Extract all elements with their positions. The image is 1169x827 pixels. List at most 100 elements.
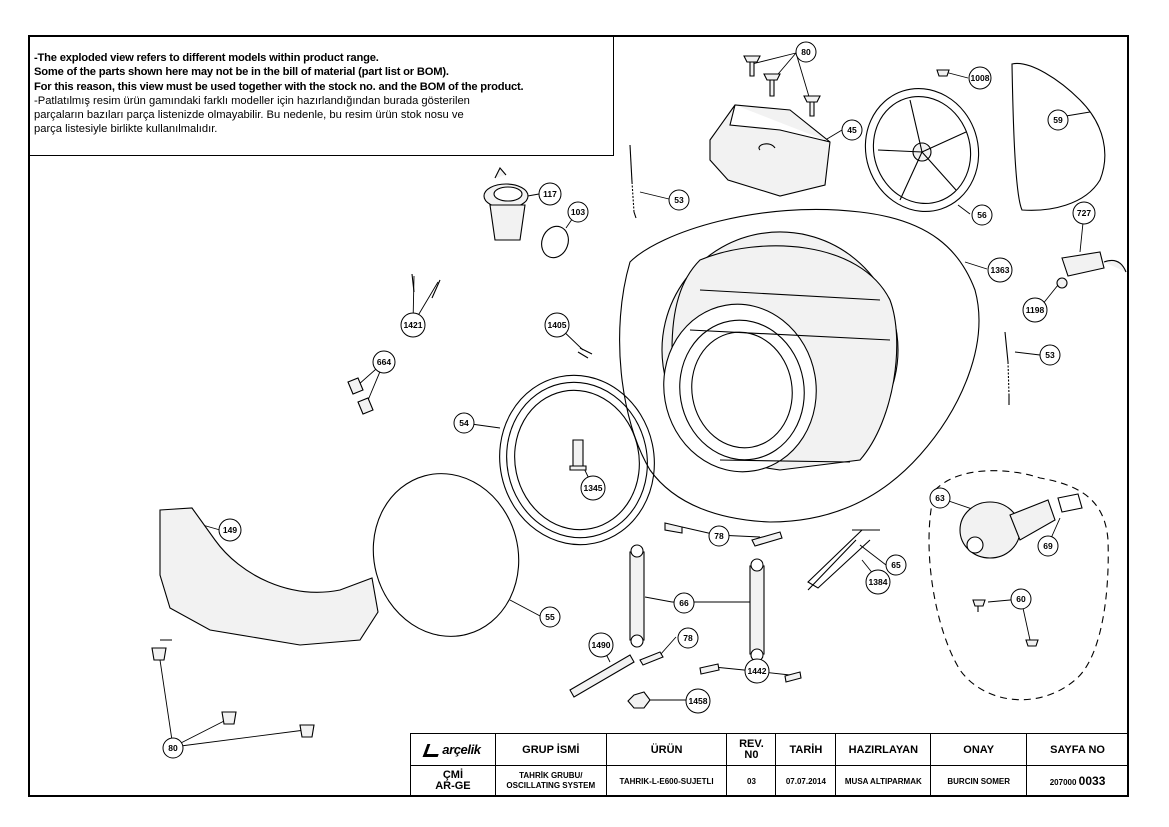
valve-assembly (483, 167, 529, 241)
sensor (1061, 251, 1127, 277)
svg-text:69: 69 (1043, 541, 1053, 551)
svg-text:54: 54 (459, 418, 469, 428)
pin-1345 (569, 439, 587, 471)
svg-text:1384: 1384 (869, 577, 888, 587)
approved-label: ONAY (930, 733, 1028, 766)
rev-label: REV.N0 (726, 733, 777, 766)
svg-text:1008: 1008 (971, 73, 990, 83)
callout-55: 55 (539, 606, 561, 628)
title-block: arçelik GRUP İSMİ ÜRÜN REV.N0 TARİH HAZI… (410, 733, 1129, 797)
motor-bracket (1057, 493, 1083, 513)
callout-1405: 1405 (544, 312, 570, 338)
callout-56: 56 (971, 204, 993, 226)
product-value: TAHRIK-L-E600-SUJETLI (605, 765, 728, 797)
brand-logo: arçelik (410, 733, 496, 766)
spring-right (1004, 331, 1010, 405)
prepared-value: MUSA ALTIPARMAK (835, 765, 932, 797)
callout-80-bottom: 80 (162, 737, 184, 759)
note-en-2: Some of the parts shown here may not be … (34, 66, 449, 79)
callout-54: 54 (453, 412, 475, 434)
note-en-3: For this reason, this view must be used … (34, 80, 524, 93)
callout-1442: 1442 (744, 658, 770, 684)
callout-60: 60 (1010, 588, 1032, 610)
callouts: 80 1008 59 45 117 53 103 56 727 1363 142… (162, 41, 1096, 759)
svg-text:149: 149 (223, 525, 237, 535)
svg-text:103: 103 (571, 207, 585, 217)
svg-text:664: 664 (377, 357, 391, 367)
drum-group-outline (619, 208, 980, 523)
note-tr-3: parça listesiyle birlikte kullanılmalıdı… (34, 123, 218, 136)
callout-59: 59 (1047, 109, 1069, 131)
motor (959, 499, 1056, 559)
svg-text:59: 59 (1053, 115, 1063, 125)
drive-belt (1011, 62, 1106, 211)
group-label: GRUP İSMİ (494, 733, 607, 766)
callout-66: 66 (673, 592, 695, 614)
product-label: ÜRÜN (605, 733, 728, 766)
threaded-rod (569, 654, 635, 698)
spring-left (629, 144, 637, 219)
motor-screws (972, 599, 1039, 647)
callout-63: 63 (929, 487, 951, 509)
callout-45: 45 (841, 119, 863, 141)
svg-text:78: 78 (714, 531, 724, 541)
callout-1345: 1345 (580, 475, 606, 501)
rev-value: 03 (726, 765, 777, 797)
svg-text:117: 117 (543, 189, 557, 199)
clip (577, 347, 593, 359)
callout-80-top: 80 (795, 41, 817, 63)
door-bellow (499, 374, 655, 546)
motor-group-outline (928, 470, 1109, 701)
prepared-label: HAZIRLAYAN (835, 733, 932, 766)
svg-text:1421: 1421 (404, 320, 423, 330)
callout-1363: 1363 (987, 257, 1013, 283)
notes-box: -The exploded view refers to different m… (30, 37, 614, 156)
callout-1490: 1490 (588, 632, 614, 658)
svg-text:65: 65 (891, 560, 901, 570)
svg-text:80: 80 (801, 47, 811, 57)
page-label: SAYFA NO (1026, 733, 1129, 766)
screws-bottom (151, 639, 315, 738)
svg-text:1405: 1405 (548, 320, 567, 330)
svg-text:53: 53 (1045, 350, 1055, 360)
note-en-1: -The exploded view refers to different m… (34, 52, 379, 64)
svg-text:60: 60 (1016, 594, 1026, 604)
svg-text:1490: 1490 (592, 640, 611, 650)
callout-117: 117 (538, 182, 562, 206)
door-clamp-wire (372, 473, 520, 637)
callout-1421: 1421 (400, 312, 426, 338)
nut (627, 691, 651, 709)
pulley (864, 87, 980, 213)
arcelik-logo-icon (422, 744, 443, 758)
svg-text:1345: 1345 (584, 483, 603, 493)
callout-69: 69 (1037, 535, 1059, 557)
bolts-78 (639, 522, 783, 666)
svg-text:1198: 1198 (1026, 305, 1045, 315)
screws-top (743, 55, 821, 117)
svg-text:1442: 1442 (748, 666, 767, 676)
callout-1008: 1008 (968, 66, 992, 90)
callout-53-top: 53 (668, 189, 690, 211)
feet (347, 377, 374, 415)
svg-text:63: 63 (935, 493, 945, 503)
callout-149: 149 (218, 518, 242, 542)
svg-text:45: 45 (847, 125, 857, 135)
svg-text:56: 56 (977, 210, 987, 220)
small-bolt (936, 69, 950, 77)
callout-727: 727 (1072, 201, 1096, 225)
base-bracket (159, 507, 379, 646)
callout-78-bottom: 78 (677, 627, 699, 649)
note-tr-2: parçaların bazıları parça listenizde olm… (34, 109, 464, 122)
small-pins (411, 273, 441, 299)
callout-65: 65 (885, 554, 907, 576)
svg-text:78: 78 (683, 633, 693, 643)
approved-value: BURCIN SOMER (930, 765, 1028, 797)
date-label: TARİH (775, 733, 837, 766)
cap (1056, 277, 1068, 289)
note-tr-1: -Patlatılmış resim ürün gamındaki farklı… (34, 94, 470, 107)
svg-text:1458: 1458 (689, 696, 708, 706)
group-value: TAHRİK GRUBU/OSCILLATING SYSTEM (494, 765, 607, 797)
tub-drum (661, 231, 899, 473)
